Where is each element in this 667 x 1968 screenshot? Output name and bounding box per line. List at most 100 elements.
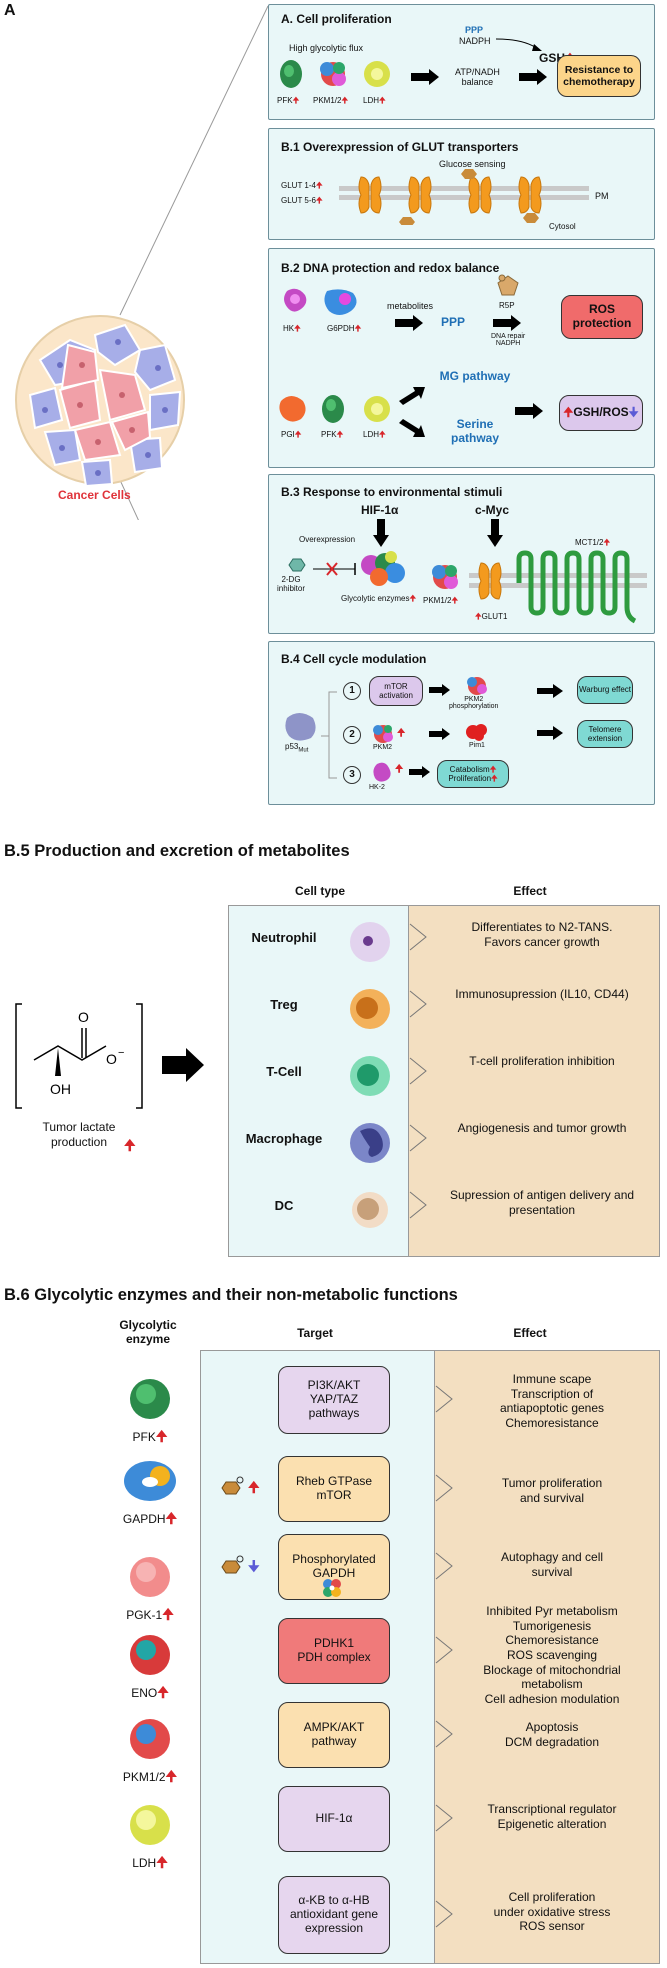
b6-effect: Inhibited Pyr metabolism Tumorigenesis C… [483, 1604, 621, 1706]
hk2-up: 🠉 [395, 764, 404, 775]
glucose-sensing-label: Glucose sensing [439, 159, 506, 169]
b6-col-effect: Effect [513, 1326, 547, 1340]
enzyme-ldh: LDH🠉 [363, 96, 386, 105]
hk-g6pdh-icons [284, 288, 357, 315]
hk2-label: HK-2 [369, 784, 385, 791]
arrow-a1 [411, 69, 439, 85]
catabolism-box: Catabolism🠉 Proliferation🠉 [437, 760, 509, 788]
arrow-b2-5 [515, 403, 543, 419]
b6-enzyme-label: ENO🠉 [131, 1684, 169, 1700]
arrow-b4-4 [537, 726, 563, 740]
panel-b4-title: B.4 Cell cycle modulation [281, 652, 427, 666]
b5-row-chevron [409, 990, 427, 1018]
pim1-label: Pim1 [469, 742, 485, 749]
b6-row-chevron [435, 1552, 453, 1580]
cmyc-down-arrow [487, 519, 503, 547]
b5-row-chevron [409, 1191, 427, 1219]
ros-protection-box: ROS protection [561, 295, 643, 339]
b6-effect: Apoptosis DCM degradation [504, 1720, 600, 1749]
b6-enzyme-label: PFK🠉 [132, 1428, 168, 1444]
b5-effect: Angiogenesis and tumor growth [457, 1121, 627, 1135]
bracket [321, 691, 337, 779]
b5-cell-icon [352, 1192, 388, 1228]
arrow-b4-1 [429, 684, 450, 696]
atp-balance-label: ATP/NADH balance [455, 67, 500, 87]
b5-effect: T-cell proliferation inhibition [469, 1054, 615, 1068]
b5-effect: Supression of antigen delivery and prese… [449, 1188, 635, 1217]
b5-cell-name: Treg [270, 997, 298, 1012]
phosphate-up-icon: 🠉 [221, 1476, 260, 1496]
b6-enzyme-label: LDH🠉 [132, 1854, 168, 1870]
lactate-label: Tumor lactate production [42, 1120, 116, 1149]
b6-enzyme-up: 🠉 [165, 1768, 178, 1784]
b6-col-target: Target [297, 1326, 333, 1340]
metabolites-label: metabolites [387, 301, 434, 311]
pkm2p-icon [467, 677, 487, 695]
panel-environment: B.3 Response to environmental stimuli HI… [268, 474, 655, 634]
membrane-transporters [339, 169, 589, 225]
b5-cell-name: Neutrophil [251, 930, 317, 945]
mct-label: MCT1/2🠉 [575, 538, 611, 547]
hif-down-arrow [373, 519, 389, 547]
b6-target-box: HIF-1α [278, 1786, 390, 1852]
cmyc-label: c-Myc [475, 503, 510, 517]
gapdh-mini-icon [323, 1579, 341, 1597]
serine-pathway-label: Serine pathway [450, 417, 499, 445]
telomere-box: Telomere extension [577, 720, 633, 748]
b6-enzyme-icon [124, 1461, 176, 1501]
pkm-icon [432, 565, 458, 589]
b6-enzyme-up: 🠉 [162, 1606, 174, 1622]
b6-target-box: PI3K/AKT YAP/TAZ pathways [278, 1366, 390, 1434]
b5-row-chevron [409, 1057, 427, 1085]
mtor-box: mTOR activation [369, 676, 423, 706]
b5-cell-icon [350, 922, 390, 962]
arrow-b2-4 [399, 419, 425, 437]
cancer-cells-label: Cancer Cells [58, 488, 131, 502]
panel-dna-protection: B.2 DNA protection and redox balance HK🠉… [268, 248, 655, 468]
b6-row-chevron [435, 1720, 453, 1748]
hk-label: HK🠉 [283, 324, 301, 333]
arrow-b2-2 [493, 315, 521, 331]
ldh-label-b2: LDH🠉 [363, 430, 386, 439]
glut56-label: GLUT 5-6🠉 [281, 196, 323, 205]
panel-glut: B.1 Overexpression of GLUT transporters … [268, 128, 655, 240]
p53-label: p53Mut [285, 742, 309, 754]
panel-a-title: A. Cell proliferation [281, 12, 392, 26]
b5-cell-icon [350, 989, 390, 1029]
b6-enzyme-label: GAPDH🠉 [122, 1510, 178, 1526]
pkm2-icon [373, 725, 393, 743]
b6-enzyme-icon [130, 1635, 170, 1675]
lactate-up: 🠉 [124, 1137, 136, 1153]
pgi-label: PGI🠉 [281, 430, 302, 439]
b6-enzyme-icon [130, 1719, 170, 1759]
phosphate-down-icon: 🠋 [221, 1555, 260, 1575]
b6-enzyme-label: PKM1/2🠉 [122, 1768, 178, 1784]
b5-cell-icon [350, 1056, 390, 1096]
b6-enzyme-up: 🠉 [156, 1854, 168, 1870]
warburg-box: Warburg effect [577, 676, 633, 704]
b6-enzyme-up: 🠉 [155, 1428, 168, 1444]
b6-effect: Cell proliferation under oxidative stres… [493, 1890, 611, 1934]
b6-target-box: PDHK1 PDH complex [278, 1618, 390, 1684]
step-3: 3 [343, 766, 361, 784]
dna-repair-label: DNA repair NADPH [491, 333, 526, 347]
pkm2p-label: PKM2 phosphorylation [449, 696, 499, 710]
gsh-ros-box: 🠉GSH/ROS🠋 [559, 395, 643, 431]
b6-row-chevron [435, 1385, 453, 1413]
pm-label: PM [595, 191, 609, 201]
glycolytic-enzymes-label: Glycolytic enzymes🠉 [341, 594, 417, 603]
panel-cell-proliferation: A. Cell proliferation High glycolytic fl… [268, 4, 655, 120]
enzyme-pkm: PKM1/2🠉 [313, 96, 349, 105]
b6-target-box: Rheb GTPase mTOR [278, 1456, 390, 1522]
inhibitor-icon [288, 558, 356, 576]
arrow-b4-2 [537, 684, 563, 698]
b6-enzyme-label: PGK-1🠉 [126, 1606, 174, 1622]
b6-enzyme-icon [130, 1379, 170, 1419]
svg-text:−: − [118, 1047, 124, 1059]
glycolytic-flux-label: High glycolytic flux [289, 43, 364, 53]
lactate-structure: O − O OH [15, 1003, 143, 1109]
mg-pathway-label: MG pathway [439, 369, 511, 383]
ppp-label-b2: PPP [441, 315, 466, 329]
b5-cell-name: Macrophage [245, 1131, 323, 1146]
glycolytic-enzymes-icon [361, 551, 405, 586]
